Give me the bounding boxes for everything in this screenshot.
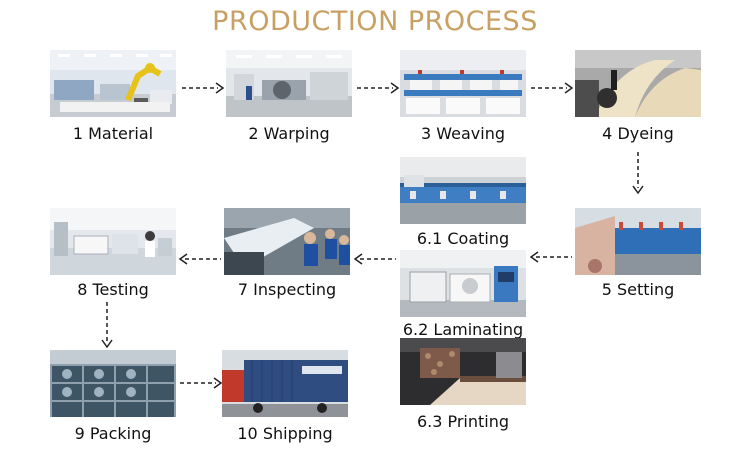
- dyeing-photo: [575, 50, 701, 117]
- testing-photo: [50, 208, 176, 275]
- inspecting-photo: [224, 208, 350, 275]
- step-label-shipping: 10 Shipping: [237, 424, 333, 443]
- arrow-down-icon: [101, 302, 113, 349]
- arrow-down-icon: [632, 152, 644, 195]
- step-label-printing: 6.3 Printing: [416, 412, 510, 431]
- material-photo: [50, 50, 176, 117]
- arrow-left-icon: [529, 251, 572, 263]
- step-label-coating: 6.1 Coating: [416, 229, 510, 248]
- coating-photo: [400, 157, 526, 224]
- arrow-left-icon: [353, 253, 396, 265]
- arrow-right-icon: [182, 82, 225, 94]
- printing-photo: [400, 338, 526, 405]
- warping-photo: [226, 50, 352, 117]
- setting-photo: [575, 208, 701, 275]
- arrow-right-icon: [531, 82, 574, 94]
- step-label-laminating: 6.2 Laminating: [402, 320, 524, 339]
- laminating-photo: [400, 250, 526, 317]
- shipping-photo: [222, 350, 348, 417]
- arrow-left-icon: [178, 253, 221, 265]
- step-label-inspecting: 7 Inspecting: [237, 280, 337, 299]
- step-label-dyeing: 4 Dyeing: [602, 124, 674, 143]
- page-title: PRODUCTION PROCESS: [212, 6, 538, 37]
- step-label-setting: 5 Setting: [601, 280, 675, 299]
- weaving-photo: [400, 50, 526, 117]
- step-label-warping: 2 Warping: [248, 124, 330, 143]
- arrow-right-icon: [357, 82, 400, 94]
- packing-photo: [50, 350, 176, 417]
- arrow-right-icon: [180, 377, 223, 389]
- step-label-weaving: 3 Weaving: [420, 124, 505, 143]
- step-label-packing: 9 Packing: [74, 424, 152, 443]
- step-label-testing: 8 Testing: [77, 280, 149, 299]
- step-label-material: 1 Material: [72, 124, 154, 143]
